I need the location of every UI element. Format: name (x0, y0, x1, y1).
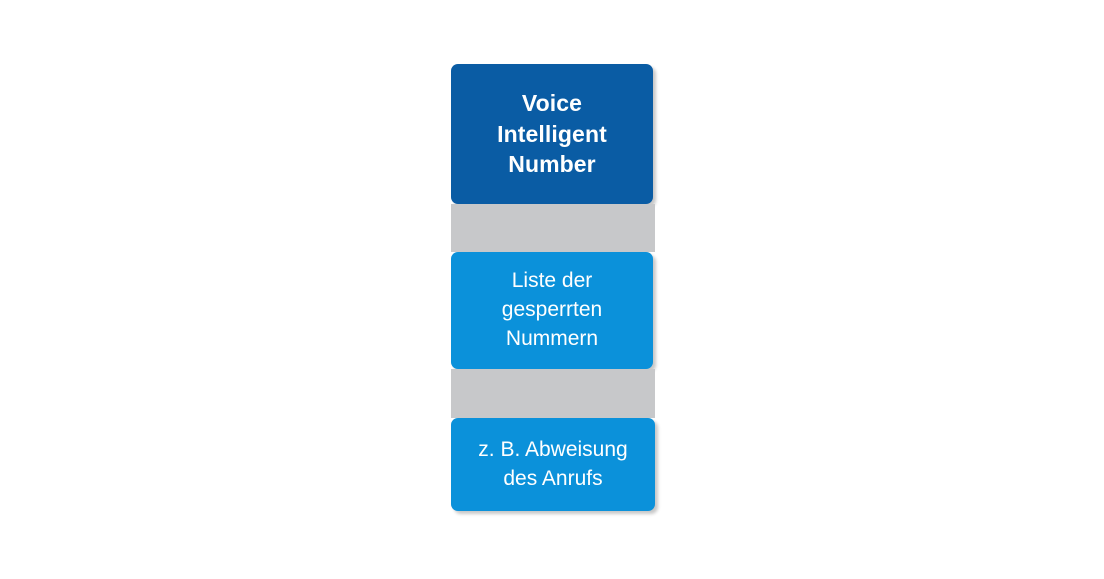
node-voice-intelligent-number[interactable]: Voice Intelligent Number (451, 64, 653, 204)
connector-bar-1 (451, 204, 655, 252)
node-label: z. B. Abweisung des Anrufs (478, 437, 628, 490)
node-abweisung-des-anrufs[interactable]: z. B. Abweisung des Anrufs (451, 418, 655, 511)
node-liste-der-gesperrten-nummern[interactable]: Liste der gesperrten Nummern (451, 252, 653, 369)
connector-bar-2 (451, 369, 655, 418)
node-label: Voice Intelligent Number (497, 90, 607, 178)
node-stack: Voice Intelligent Number Liste der gespe… (451, 64, 655, 511)
node-label: Liste der gesperrten Nummern (501, 269, 603, 350)
